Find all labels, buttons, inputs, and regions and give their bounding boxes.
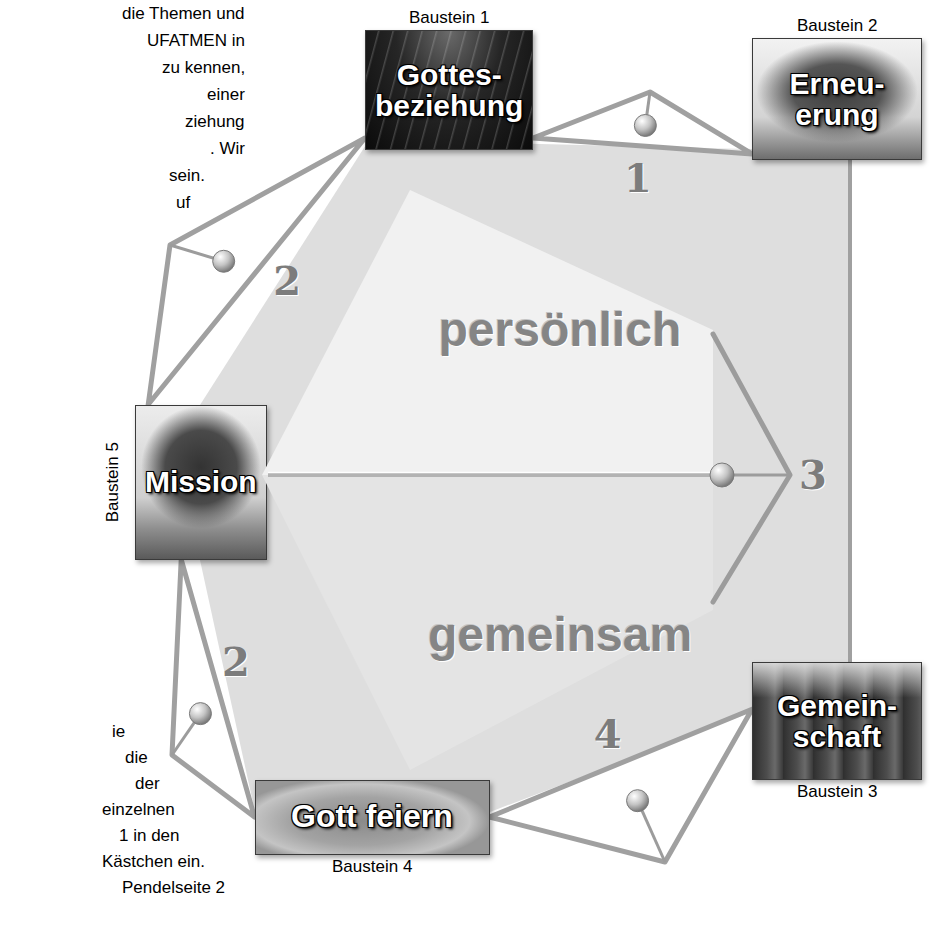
block-number-label: Baustein 2	[797, 16, 877, 36]
body-text-fragment: UFATMEN in	[147, 31, 245, 51]
body-text-fragment: einzelnen	[102, 800, 175, 820]
block-number-label: Baustein 1	[409, 8, 489, 28]
divider-highlight	[268, 472, 722, 474]
block-title: Gemein- schaft	[777, 690, 897, 753]
block-title: Gottes- beziehung	[375, 59, 523, 122]
body-text-fragment: uf	[176, 193, 190, 213]
body-text-fragment: der	[135, 774, 160, 794]
block-number-label: Baustein 3	[797, 782, 877, 802]
center-pentagon: persönlich gemeinsam	[262, 188, 720, 773]
pendulum-ball	[213, 250, 235, 272]
body-text-fragment: einer	[207, 85, 245, 105]
body-text-fragment: die	[125, 748, 148, 768]
pentagon-half	[262, 475, 713, 770]
pendulum-weight	[172, 703, 211, 755]
callout-number: 2	[273, 261, 301, 301]
block-title: Erneu- erung	[790, 68, 885, 131]
building-block-box: Gemein- schaftBaustein 3	[752, 662, 922, 780]
area-label: gemeinsam	[428, 609, 692, 662]
building-block-box: Baustein 5Mission	[135, 405, 267, 560]
pentagon-outline	[262, 188, 720, 773]
callout-number: 4	[594, 714, 622, 754]
body-text-fragment: . Wir	[210, 139, 245, 159]
divider-line	[268, 473, 722, 477]
building-block-box: Gott feiernBaustein 4	[255, 780, 490, 855]
building-block-box: Baustein 1Gottes- beziehung	[365, 30, 533, 150]
block-title: Mission	[145, 466, 257, 498]
body-text-fragment: die Themen und	[122, 4, 245, 24]
block-number-label: Baustein 5	[103, 442, 123, 522]
pendulum-weight	[627, 790, 665, 862]
pentagon-half	[262, 190, 713, 475]
body-text-fragment: sein.	[169, 166, 205, 186]
body-text-fragment: ziehung	[185, 112, 245, 132]
pendulum-weight	[170, 245, 235, 272]
pendulum-ball	[634, 114, 656, 136]
body-text-fragment: Kästchen ein.	[102, 852, 205, 872]
pendulum-weight	[634, 92, 656, 136]
body-text-fragment: ie	[112, 722, 125, 742]
connector-line	[848, 160, 852, 662]
callout-number: 3	[799, 455, 827, 495]
pendulum-connector	[172, 560, 255, 818]
callout-number: 1	[624, 158, 652, 198]
pendulum-ball	[189, 703, 211, 725]
building-block-box: Baustein 2Erneu- erung	[752, 38, 922, 160]
body-text-fragment: Pendelseite 2	[122, 878, 225, 898]
block-title: Gott feiern	[291, 800, 453, 834]
pendulum-connector	[490, 709, 753, 862]
body-text-fragment: 1 in den	[119, 826, 180, 846]
pendulum-connector	[533, 92, 752, 154]
body-text-fragment: zu kennen,	[162, 58, 245, 78]
pendulum-ball	[627, 790, 649, 812]
area-label: persönlich	[439, 304, 682, 357]
block-number-label: Baustein 4	[332, 857, 412, 877]
callout-number: 2	[222, 642, 250, 682]
pendulum-ball	[710, 463, 734, 487]
